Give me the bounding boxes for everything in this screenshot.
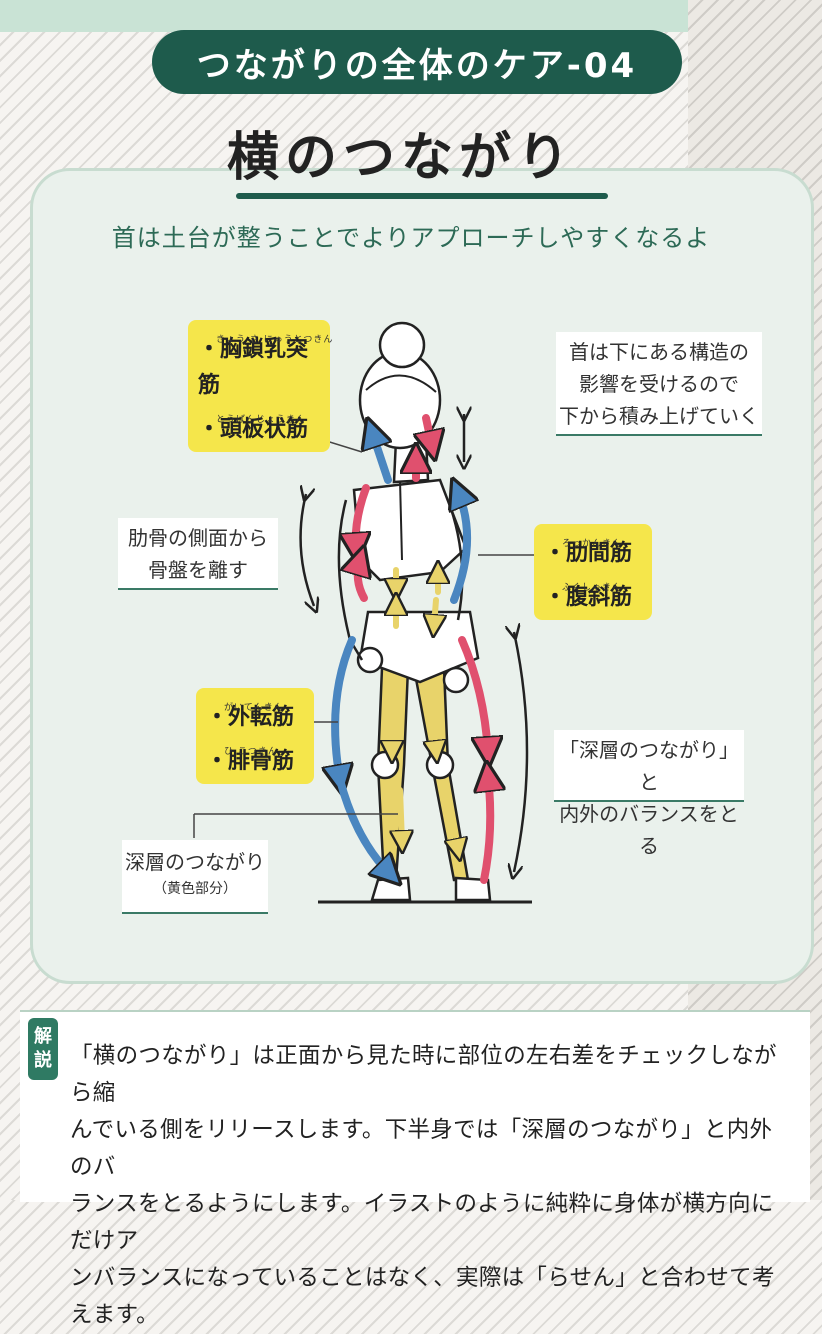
muscle-label: ・腹斜筋	[544, 585, 633, 610]
yellow-arrows	[392, 570, 458, 850]
body-figure-illustration	[193, 321, 536, 904]
series-label: つながりの全体のケア-04	[196, 45, 638, 86]
ruby-text: がいてんきん	[224, 703, 284, 713]
direction-arrows	[301, 414, 529, 872]
deep-balance-note: 「深層のつながり」と 内外のバランスをとる	[554, 730, 744, 858]
explanation-tab: 解 説	[28, 1018, 58, 1080]
tag-row: がいてんきん ・外転筋	[206, 692, 304, 736]
explanation-box	[20, 1010, 810, 1202]
left-hip-joint	[356, 646, 384, 674]
muscle-label: ・胸鎖乳突筋	[198, 337, 309, 398]
pink-arrows	[356, 414, 491, 884]
tag-row: ふくしゃきん ・腹斜筋	[544, 572, 642, 616]
rib-cage	[352, 478, 468, 582]
explanation-line: 「横のつながり」は正面から見た時に部位の左右差をチェックしながら縮	[70, 1043, 777, 1106]
tab-char: 説	[34, 1050, 52, 1071]
series-header-pill: つながりの全体のケア-04	[152, 30, 682, 94]
neck-muscles-tag: きょう さ にゅうとつきん ・胸鎖乳突筋 とうばんじょうきん ・頭板状筋	[188, 320, 332, 452]
trunk-muscles-tag: ろっかんきん ・肋間筋 ふくしゃきん ・腹斜筋	[534, 524, 652, 620]
ruby-text: ろっかんきん	[562, 539, 623, 549]
explanation-line: んでいる側をリリースします。下半身では「深層のつながり」と内外のバ	[70, 1117, 773, 1180]
tag-row: ろっかんきん ・肋間筋	[544, 528, 642, 572]
note-line: 影響を受けるので	[579, 372, 739, 396]
muscle-label: ・外転筋	[206, 705, 295, 730]
tag-row: ひ こつきん ・腓骨筋	[206, 736, 304, 780]
rib-note: 肋骨の側面から 骨盤を離す	[118, 518, 278, 590]
blue-arrows	[335, 432, 467, 874]
left-knee	[370, 750, 400, 780]
note-line: 肋骨の側面から	[128, 526, 268, 550]
neck-note: 首は下にある構造の 影響を受けるので 下から積み上げていく	[556, 332, 762, 436]
ruby-text: ひ こつきん	[224, 747, 278, 757]
right-knee	[425, 750, 455, 780]
leg-muscles-tag: がいてんきん ・外転筋 ひ こつきん ・腓骨筋	[196, 688, 314, 784]
note-line: 下から積み上げていく	[559, 404, 759, 428]
hairline	[365, 374, 437, 393]
explanation-line: ンバランスになっていることはなく、実際は「らせん」と合わせて考えます。	[70, 1265, 775, 1328]
ruby-text: とうばんじょうきん	[216, 415, 307, 425]
hair-bun	[378, 321, 426, 369]
page-subtitle: 首は土台が整うことでよりアプローチしやすくなるよ	[111, 224, 711, 252]
ruby-text: きょう さ にゅうとつきん	[216, 335, 334, 345]
page-title: 横のつながり	[226, 128, 575, 188]
note-line: 首は下にある構造の	[569, 340, 749, 364]
deep-line-note: 深層のつながり （黄色部分）	[122, 840, 268, 914]
muscle-label: ・頭板状筋	[198, 417, 309, 442]
note-subline: （黄色部分）	[153, 881, 237, 897]
muscle-label: ・腓骨筋	[206, 749, 295, 774]
note-line: 「深層のつながり」と	[559, 738, 739, 794]
tag-row: きょう さ にゅうとつきん ・胸鎖乳突筋	[198, 324, 332, 404]
note-line: 骨盤を離す	[148, 558, 248, 582]
ruby-text: ふくしゃきん	[562, 583, 623, 593]
top-color-band	[0, 0, 822, 32]
explanation-line: ランスをとるようにします。イラストのように純粋に身体が横方向にだけア	[70, 1191, 774, 1254]
tab-char: 解	[34, 1026, 52, 1047]
right-hip-joint	[442, 666, 470, 694]
note-line: 内外のバランスをとる	[559, 802, 739, 858]
muscle-label: ・肋間筋	[544, 541, 633, 566]
tag-row: とうばんじょうきん ・頭板状筋	[198, 404, 320, 448]
note-line: 深層のつながり	[125, 850, 265, 874]
explanation-text: 「横のつながり」は正面から見た時に部位の左右差をチェックしながら縮 んでいる側を…	[70, 1038, 780, 1334]
title-underline	[236, 193, 608, 199]
